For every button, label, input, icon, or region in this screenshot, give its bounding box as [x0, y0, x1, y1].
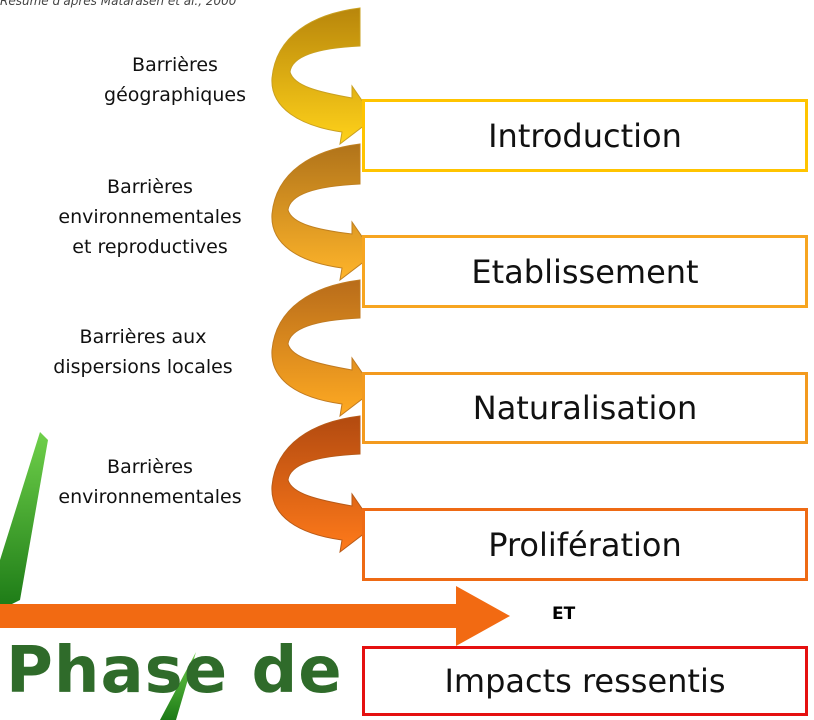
horizontal-arrow: [0, 586, 510, 646]
curved-arrow-1: [271, 7, 375, 146]
grass-blade-bottom: [160, 652, 196, 720]
curved-arrow-2: [271, 143, 375, 282]
curved-arrow-4: [271, 415, 375, 554]
barrier-label-local-dispersion: Barrières aux dispersions locales: [53, 326, 233, 378]
barrier-label-environmental-reproductive: Barrières environnementales et reproduct…: [58, 176, 242, 258]
barrier-label-environmental: Barrières environnementales: [58, 456, 242, 508]
barrier-label-geographic: Barrières géographiques: [104, 54, 246, 106]
stage-etablissement-box: Etablissement: [362, 235, 808, 308]
source-note: Résumé d'après Mataraseh et al., 2000: [0, 0, 237, 8]
connector-label: ET: [552, 604, 576, 624]
stage-impacts-label: Impacts ressentis: [444, 662, 726, 700]
grass-blade-left: [0, 432, 48, 610]
stage-introduction-label: Introduction: [488, 116, 682, 155]
phase-title: Phase de: [6, 634, 343, 708]
stage-etablissement-label: Etablissement: [471, 252, 699, 291]
stage-naturalisation-box: Naturalisation: [362, 372, 808, 444]
stage-impacts-box: Impacts ressentis: [362, 646, 808, 716]
stage-proliferation-label: Prolifération: [488, 525, 682, 564]
curved-arrow-3: [271, 279, 375, 418]
stage-proliferation-box: Prolifération: [362, 508, 808, 581]
stage-introduction-box: Introduction: [362, 99, 808, 172]
stage-naturalisation-label: Naturalisation: [472, 389, 698, 427]
